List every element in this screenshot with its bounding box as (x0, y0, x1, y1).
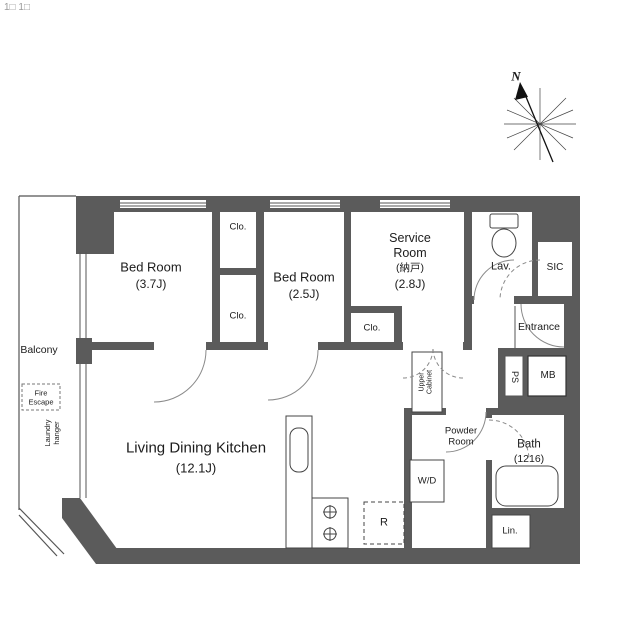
service-door-arc-right (432, 347, 464, 379)
service-room-subtitle: (納戸) (396, 261, 424, 274)
balcony-label: Balcony (20, 343, 58, 356)
sic-door-arc (499, 259, 541, 301)
refrigerator-box (363, 501, 405, 545)
kitchen-counter (285, 415, 313, 549)
bedroom1-door-arc (153, 349, 207, 403)
bedroom1-size: (3.7J) (135, 277, 167, 291)
entrance-door-arc (520, 303, 565, 348)
north-arrowhead-icon (515, 82, 528, 100)
service-room-size: (2.8J) (394, 277, 426, 291)
entrance-label: Entrance (517, 320, 561, 333)
powder-room-label-2: Room (448, 436, 474, 448)
upper-cabinet-line-2: Cabinet (427, 369, 434, 395)
fixtures (285, 213, 559, 549)
closet1-label: Clo. (229, 221, 247, 233)
upper-cabinet-label: Upper Cabinet (419, 370, 436, 394)
ldk-size: (12.1J) (175, 460, 217, 476)
bedroom2-size: (2.5J) (288, 287, 320, 301)
kitchen-sink-icon (289, 427, 309, 473)
toilet-icon (489, 213, 519, 258)
laundry-hanger-line-2: hanger (52, 421, 61, 445)
laundry-hanger-label: Laundry hanger (43, 419, 61, 446)
service-room-name-2: Room (393, 245, 427, 260)
meter-box-label: MB (540, 370, 556, 381)
bath-name: Bath (517, 438, 541, 451)
pipe-space-label: PS (509, 370, 520, 384)
fire-escape-box (21, 383, 61, 411)
compass-north-label: N (511, 68, 521, 84)
service-door-arc-left (402, 347, 434, 379)
service-room-name-1: Service (389, 230, 431, 245)
powder-door-arc (445, 411, 487, 453)
lavatory-label: Lav. (491, 260, 511, 273)
balcony-outline (18, 195, 76, 557)
stove-icon (311, 497, 349, 549)
compass-rose (504, 82, 576, 163)
bathtub-icon (495, 465, 559, 507)
laundry-hanger-line-1: Laundry (43, 419, 52, 447)
wall-insets (120, 200, 572, 397)
bath-door-arc (488, 419, 530, 461)
fire-escape-label-1: Fire (34, 388, 48, 398)
upper-cabinet-line-1: Upper (418, 372, 426, 392)
door-arcs (153, 259, 565, 461)
lavatory-door-arc (473, 259, 515, 301)
linen-box (491, 514, 531, 549)
watermark-text: 1□ 1□ (4, 2, 30, 13)
bedroom2-name: Bed Room (273, 269, 335, 285)
wall-structure (62, 196, 580, 564)
window-lines (79, 202, 516, 498)
fire-escape-label-2: Escape (28, 397, 54, 407)
bedroom2-door-arc (267, 349, 319, 401)
linen-label: Lin. (502, 525, 518, 537)
powder-room-label-1: Powder (444, 425, 478, 437)
closet3-label: Clo. (363, 322, 381, 334)
sic-label: SIC (546, 262, 564, 273)
refrigerator-label: R (380, 516, 388, 529)
ldk-name: Living Dining Kitchen (125, 439, 267, 457)
washer-dryer-box (409, 459, 445, 503)
closet2-label: Clo. (229, 310, 247, 322)
bath-size: (1216) (513, 452, 545, 465)
upper-cabinet-box (411, 351, 443, 413)
bedroom1-name: Bed Room (120, 259, 182, 275)
north-needle (523, 91, 554, 163)
washer-dryer-label: W/D (417, 475, 437, 487)
